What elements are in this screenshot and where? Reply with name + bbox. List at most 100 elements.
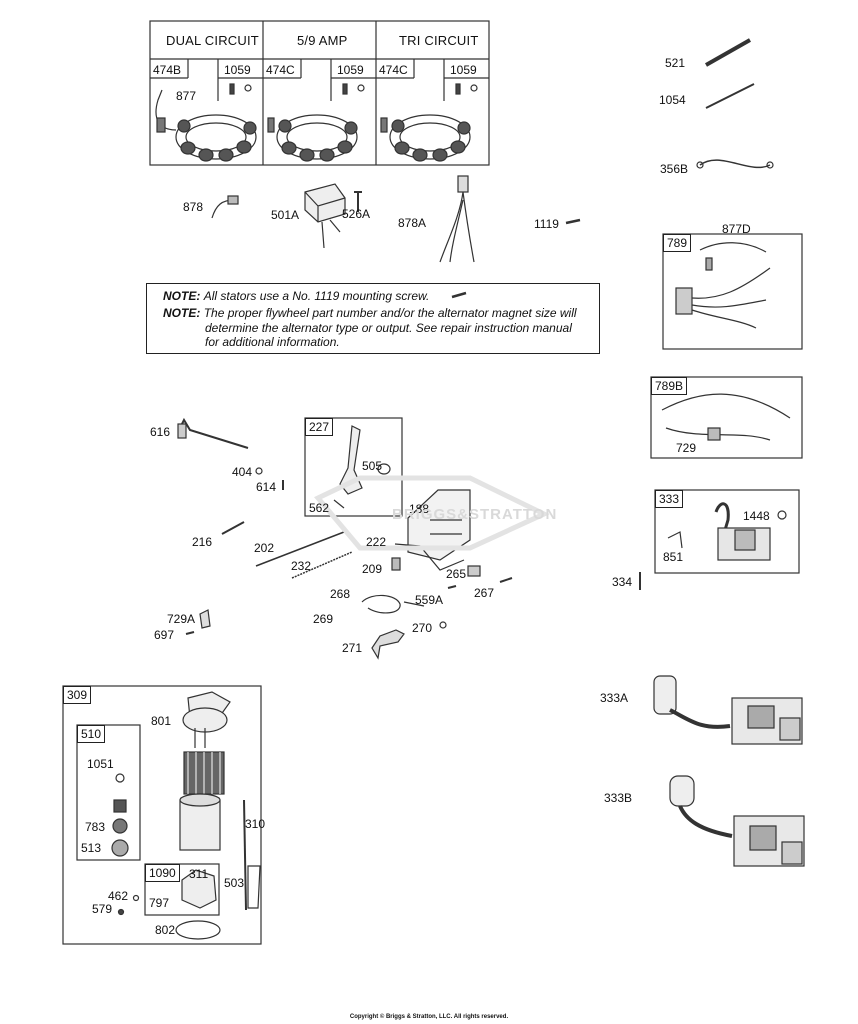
note-prefix: NOTE: <box>163 289 201 303</box>
bracket-729a-icon <box>199 609 211 629</box>
part-label-513: 513 <box>81 841 102 855</box>
part-label-232: 232 <box>291 559 312 573</box>
part-label-333a: 333A <box>600 691 629 705</box>
stator-dual-icon <box>155 83 257 162</box>
spring-232-icon <box>291 551 353 579</box>
governor-shaft-616-icon <box>177 417 249 449</box>
part-label-1119: 1119 <box>534 217 559 231</box>
part-label-877: 877 <box>176 89 197 103</box>
rectifier-501a-icon <box>304 183 346 249</box>
part-label-268: 268 <box>330 587 351 601</box>
watermark-logo-outline <box>314 475 550 551</box>
part-label-801: 801 <box>151 714 172 728</box>
part-label-209: 209 <box>362 562 383 576</box>
bracket-188-icon <box>394 489 471 571</box>
header-dual-circuit: DUAL CIRCUIT <box>166 33 259 48</box>
lever-271-icon <box>371 629 405 660</box>
copyright-notice: Copyright © Briggs & Stratton, LLC. All … <box>349 1014 509 1020</box>
part-label-783: 783 <box>85 820 106 834</box>
cable-268-icon <box>361 594 425 614</box>
screw-526a-icon <box>354 191 362 212</box>
part-label-404: 404 <box>232 465 253 479</box>
rod-521-icon <box>705 38 751 67</box>
part-label-505: 505 <box>362 459 383 473</box>
part-label-802: 802 <box>155 923 176 937</box>
stator-474c-label: 474C <box>379 63 408 77</box>
note-prefix: NOTE: <box>163 306 201 320</box>
part-label-216: 216 <box>192 535 213 549</box>
note-screw-icon <box>451 291 467 299</box>
coil-333b-icon <box>669 775 805 867</box>
screw-1059-label: 1059 <box>224 63 251 77</box>
stator-table-grid <box>149 20 490 166</box>
part-label-521: 521 <box>665 56 686 70</box>
part-label-269: 269 <box>313 612 334 626</box>
link-216-icon <box>221 521 245 535</box>
part-label-270: 270 <box>412 621 433 635</box>
stator-tri-icon <box>380 83 478 162</box>
part-label-579: 579 <box>92 902 113 916</box>
part-label-267: 267 <box>474 586 495 600</box>
wire-356b-icon <box>699 159 771 169</box>
part-label-1051: 1051 <box>87 757 114 771</box>
part-label-616: 616 <box>150 425 171 439</box>
header-tri-circuit: TRI CIRCUIT <box>399 33 479 48</box>
part-label-614: 614 <box>256 480 277 494</box>
stator-474b-label: 474B <box>153 63 182 77</box>
part-label-562: 562 <box>309 501 330 515</box>
box-tag-510: 510 <box>77 725 106 743</box>
rod-202-icon <box>255 531 345 567</box>
note-line-2: The proper flywheel part number and/or t… <box>203 306 577 320</box>
tie-1054-icon <box>705 83 755 109</box>
part-label-356b: 356B <box>660 162 689 176</box>
box-tag-789b: 789B <box>651 377 688 395</box>
part-label-697: 697 <box>154 628 175 642</box>
ignition-coils-artwork <box>653 675 805 867</box>
stator-474c-label: 474C <box>266 63 295 77</box>
harness-789b-icon <box>661 393 791 441</box>
coil-333a-icon <box>653 675 803 745</box>
note-line-4: for additional information. <box>205 335 340 349</box>
clutch-510-icon <box>111 773 129 857</box>
part-label-310: 310 <box>245 817 266 831</box>
part-label-188: 188 <box>409 502 430 516</box>
note-line-3: determine the alternator type or output.… <box>205 321 572 335</box>
part-label-526a: 526A <box>342 207 371 221</box>
box-tag-789: 789 <box>663 234 692 252</box>
part-label-311: 311 <box>189 867 209 881</box>
part-label-222: 222 <box>366 535 387 549</box>
part-label-265: 265 <box>446 567 467 581</box>
part-label-729: 729 <box>676 441 697 455</box>
screw-1059-label: 1059 <box>337 63 364 77</box>
harness-878a-icon <box>439 175 475 263</box>
screw-1119-icon <box>565 218 581 225</box>
box-tag-1090: 1090 <box>145 864 180 882</box>
part-label-1054: 1054 <box>659 93 686 107</box>
box-tag-309: 309 <box>63 686 92 704</box>
screw-1059-label: 1059 <box>450 63 477 77</box>
part-label-271: 271 <box>342 641 363 655</box>
part-label-559a: 559A <box>415 593 444 607</box>
part-label-462: 462 <box>108 889 129 903</box>
part-label-501a: 501A <box>271 208 300 222</box>
part-label-1448: 1448 <box>743 509 770 523</box>
watermark-text: BRIGGS&STRATTON <box>392 506 558 523</box>
part-label-729a: 729A <box>167 612 196 626</box>
part-label-202: 202 <box>254 541 275 555</box>
note-box: NOTE: All stators use a No. 1119 mountin… <box>146 283 600 354</box>
stator-5-9-amp-icon <box>267 83 365 162</box>
part-label-797: 797 <box>149 896 170 910</box>
part-label-334: 334 <box>612 575 633 589</box>
note-line-1: All stators use a No. 1119 mounting scre… <box>203 289 430 303</box>
part-label-878a: 878A <box>398 216 427 230</box>
part-label-877d: 877D <box>722 222 751 236</box>
box-tag-333: 333 <box>655 490 684 508</box>
part-label-333b: 333B <box>604 791 633 805</box>
box-tag-227: 227 <box>305 418 334 436</box>
part-label-851: 851 <box>663 550 684 564</box>
header-5-9-amp: 5/9 AMP <box>297 33 348 48</box>
starter-motor-icon <box>175 691 261 940</box>
coil-333-icon <box>667 502 787 561</box>
part-label-878: 878 <box>183 200 204 214</box>
